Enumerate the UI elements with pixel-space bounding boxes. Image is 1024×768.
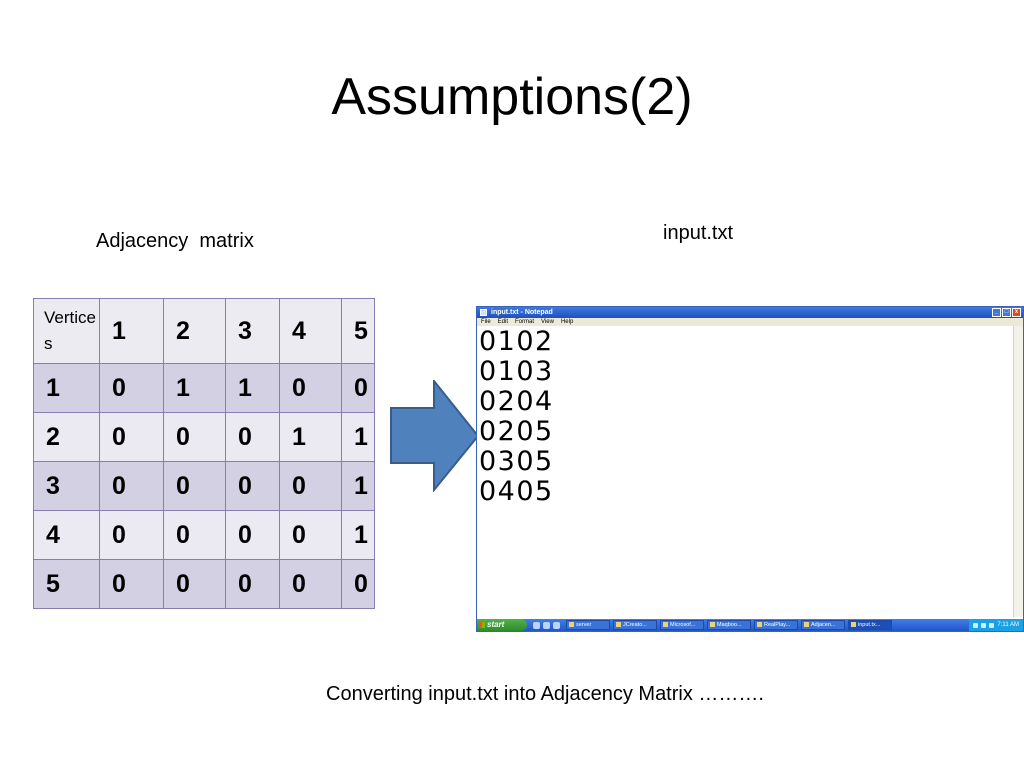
taskbar-item-active[interactable]: input.tx... [848,620,892,630]
matrix-cell: 0 [279,461,342,511]
matrix-row-header: 1 [33,363,100,413]
notepad-screenshot: input.txt - Notepad _ □ x File Edit Form… [476,306,1024,632]
quick-launch [533,621,560,629]
right-arrow-icon [390,380,480,492]
tray-icon[interactable] [981,622,987,628]
menu-format[interactable]: Format [515,319,535,325]
matrix-cell: 0 [163,559,226,609]
menu-file[interactable]: File [481,319,491,325]
file-line: 0102 [479,326,554,357]
matrix-row: 5 0 0 0 0 0 [33,559,375,609]
matrix-row: 3 0 0 0 0 1 [33,461,375,511]
matrix-column-header: 1 [99,298,164,364]
quick-launch-icon[interactable] [543,621,550,629]
matrix-cell: 0 [99,510,164,560]
close-button[interactable]: x [1012,308,1021,317]
vertical-scrollbar[interactable] [1013,326,1023,617]
slide-title: Assumptions(2) [331,68,693,126]
matrix-cell: 0 [99,461,164,511]
matrix-cell: 0 [279,363,342,413]
menu-help[interactable]: Help [560,319,574,325]
file-label: input.txt [663,222,734,244]
matrix-cell: 0 [163,412,226,462]
menu-edit[interactable]: Edit [497,319,509,325]
matrix-row-header: 4 [33,510,100,560]
matrix-cell: 0 [279,510,342,560]
file-line: 0204 [479,386,554,417]
matrix-cell: 0 [163,461,226,511]
matrix-row-header: 3 [33,461,100,511]
taskbar-item[interactable]: JCreato... [613,620,657,630]
taskbar-item[interactable]: Microsof... [660,620,704,630]
tray-icon[interactable] [989,622,995,628]
file-line: 0305 [479,446,554,477]
matrix-cell: 0 [225,510,280,560]
matrix-cell: 0 [225,412,280,462]
notepad-title-bar: input.txt - Notepad _ □ x [477,307,1023,318]
system-tray: 7:11 AM [969,619,1023,631]
maximize-button[interactable]: □ [1002,308,1011,317]
matrix-cell: 1 [225,363,280,413]
matrix-row-header: 2 [33,412,100,462]
minimize-button[interactable]: _ [992,308,1001,317]
matrix-row: 2 0 0 0 1 1 [33,412,375,462]
adjacency-matrix-table: Vertices 1 2 3 4 5 1 0 1 1 0 0 2 0 0 0 1… [33,298,375,609]
matrix-cell: 0 [99,412,164,462]
matrix-cell: 0 [341,559,375,609]
matrix-row: 4 0 0 0 0 1 [33,510,375,560]
matrix-row-header: 5 [33,559,100,609]
matrix-cell: 0 [279,559,342,609]
windows-taskbar: start server JCreato... Microsof... Maqb… [477,619,1023,631]
matrix-header-row: Vertices 1 2 3 4 5 [33,298,375,364]
slide-caption: Converting input.txt into Adjacency Matr… [326,683,764,705]
notepad-window-title: input.txt - Notepad [491,309,553,316]
matrix-cell: 0 [163,510,226,560]
matrix-corner-cell: Vertices [33,298,100,364]
matrix-cell: 0 [99,559,164,609]
notepad-text-area[interactable]: 0102 0103 0204 0205 0305 0405 [479,327,1013,617]
matrix-cell: 1 [341,412,375,462]
windows-logo-icon [479,622,485,628]
matrix-label: Adjacency matrix [96,230,254,252]
matrix-cell: 1 [341,461,375,511]
file-line: 0103 [479,356,554,387]
start-label: start [487,620,505,629]
matrix-row: 1 0 1 1 0 0 [33,363,375,413]
tray-icon[interactable] [973,622,979,628]
file-line: 0205 [479,416,554,447]
notepad-app-icon [480,309,487,316]
matrix-column-header: 5 [341,298,375,364]
matrix-column-header: 3 [225,298,280,364]
file-line: 0405 [479,476,554,507]
matrix-cell: 0 [341,363,375,413]
matrix-cell: 1 [341,510,375,560]
taskbar-item[interactable]: RealPlay... [754,620,798,630]
matrix-column-header: 4 [279,298,342,364]
menu-view[interactable]: View [541,319,554,325]
matrix-cell: 0 [225,559,280,609]
quick-launch-icon[interactable] [553,621,560,629]
matrix-column-header: 2 [163,298,226,364]
tray-clock: 7:11 AM [997,622,1019,628]
matrix-cell: 1 [279,412,342,462]
taskbar-item[interactable]: Maqboo... [707,620,751,630]
matrix-cell: 0 [99,363,164,413]
notepad-menu-bar: File Edit Format View Help [477,318,1023,326]
taskbar-item[interactable]: server [566,620,610,630]
taskbar-item[interactable]: Adjacen... [801,620,845,630]
start-button[interactable]: start [477,619,527,631]
matrix-cell: 0 [225,461,280,511]
matrix-cell: 1 [163,363,226,413]
quick-launch-icon[interactable] [533,621,540,629]
